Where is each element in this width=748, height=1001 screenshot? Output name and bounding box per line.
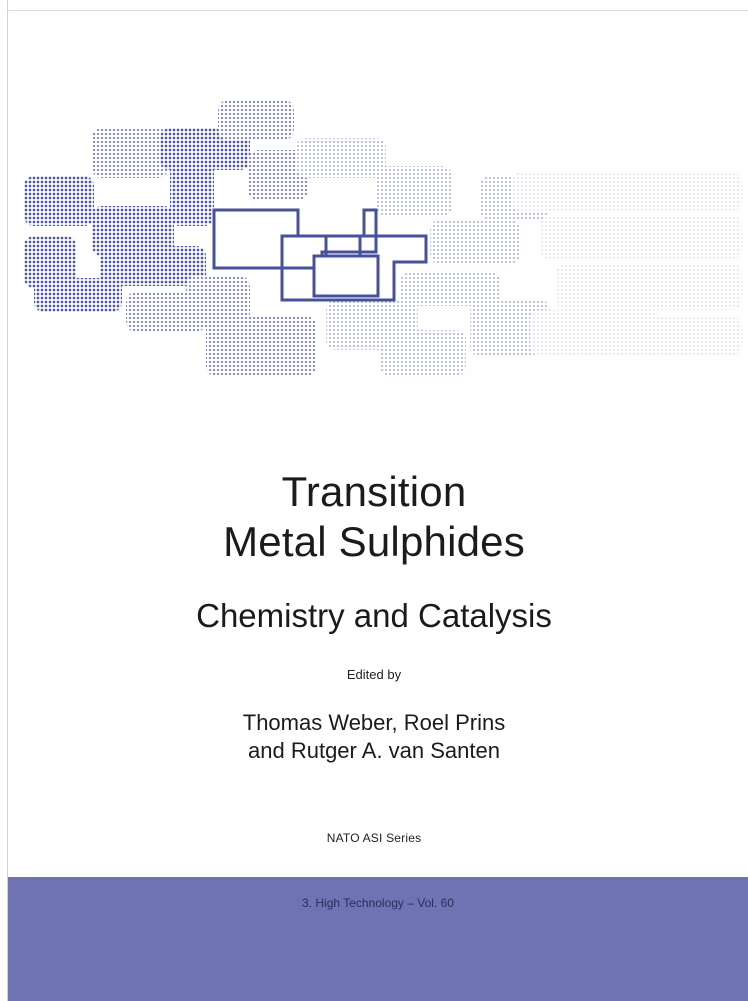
cover-left-edge: [7, 0, 8, 1001]
pattern-mid-shapes: [296, 138, 550, 376]
pattern-dark-shapes: [24, 100, 316, 376]
series-band: 3. High Technology – Vol. 60: [8, 877, 748, 1001]
title-line-2: Metal Sulphides: [223, 518, 525, 565]
title-line-1: Transition: [281, 468, 467, 515]
edited-by-label: Edited by: [346, 667, 402, 682]
series-name: NATO ASI Series: [326, 831, 422, 845]
subtitle: Chemistry and Catalysis: [196, 597, 552, 634]
cover-top-edge: [7, 10, 748, 11]
editors-line-1: Thomas Weber, Roel Prins: [242, 710, 506, 735]
editors-line-2: and Rutger A. van Santen: [248, 738, 500, 763]
series-volume: 3. High Technology – Vol. 60: [302, 896, 454, 910]
pattern-outline-shapes: [212, 208, 428, 302]
pattern-faint-shapes: [512, 172, 742, 356]
decorative-pattern: [24, 100, 742, 376]
